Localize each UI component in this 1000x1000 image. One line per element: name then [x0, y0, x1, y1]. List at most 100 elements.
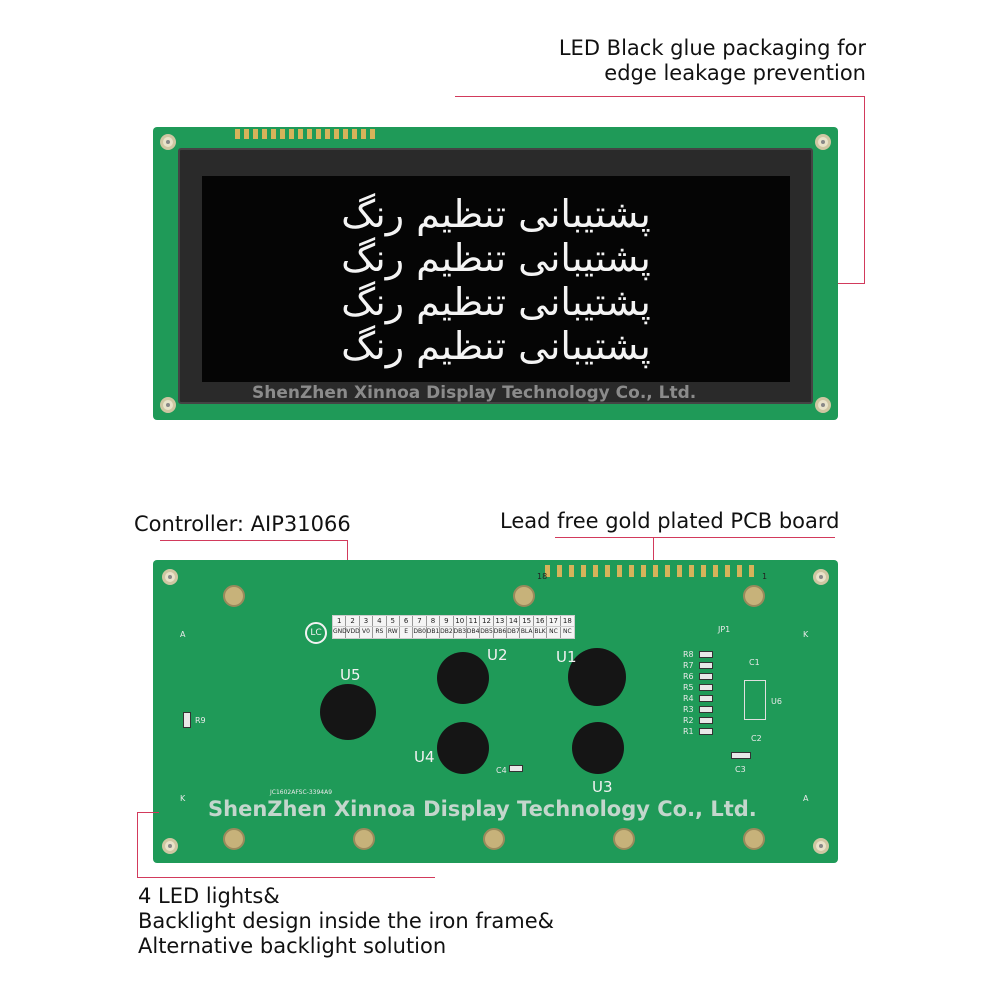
pin-name-cell: DB5: [480, 627, 494, 638]
resistor-label: R2: [683, 716, 694, 725]
gold-pin: [617, 565, 622, 577]
mount-hole: [815, 397, 831, 413]
gold-pin: [701, 565, 706, 577]
corner-mark-k-right: K: [803, 630, 809, 639]
resistor-label: R5: [683, 683, 694, 692]
lcd-line-2: پشتیبانی تنظیم رنگ: [341, 236, 651, 280]
pin-number-cell: 12: [480, 616, 494, 627]
front-callout-leader-h: [455, 96, 865, 97]
resistor-component: [699, 728, 713, 735]
resistor-component: [699, 651, 713, 658]
chip-u2-blob: [437, 652, 489, 704]
back-watermark: ShenZhen Xinnoa Display Technology Co., …: [208, 797, 757, 821]
pin-marker-18: 18: [537, 572, 548, 581]
gold-pin: [569, 565, 574, 577]
header-pin: [235, 129, 240, 139]
pin-number-cell: 13: [494, 616, 508, 627]
pin-name-cell: DB2: [440, 627, 454, 638]
front-pin-header: [235, 129, 535, 141]
gold-pin: [641, 565, 646, 577]
resistor-component: [699, 673, 713, 680]
gold-pin: [593, 565, 598, 577]
header-pin: [370, 129, 375, 139]
solder-pad: [223, 585, 245, 607]
pin-number-cell: 8: [427, 616, 441, 627]
controller-label: Controller: AIP31066: [134, 512, 351, 536]
pin-number-cell: 14: [507, 616, 521, 627]
pcb-leader-h: [555, 537, 835, 538]
pin-number-cell: 2: [346, 616, 360, 627]
pin-name-cell: NC: [547, 627, 561, 638]
resistor-component: [699, 684, 713, 691]
lcd-line-4: پشتیبانی تنظیم رنگ: [341, 324, 651, 368]
chip-u4-label: U4: [414, 748, 435, 766]
led-leader-h: [137, 877, 435, 878]
led-leader-h2: [137, 812, 159, 813]
u6-chip: [744, 680, 766, 720]
pin-name-cell: BLK: [534, 627, 548, 638]
solder-pad: [613, 828, 635, 850]
resistor-label: R3: [683, 705, 694, 714]
pin-name-cell: RS: [373, 627, 387, 638]
pin-name-cell: VDD: [346, 627, 360, 638]
resistor-label: R1: [683, 727, 694, 736]
controller-leader-h: [160, 540, 348, 541]
pin-number-cell: 16: [534, 616, 548, 627]
resistor-label: R8: [683, 650, 694, 659]
header-pin: [343, 129, 348, 139]
header-pin: [289, 129, 294, 139]
header-pin: [244, 129, 249, 139]
pin-name-cell: BLA: [520, 627, 534, 638]
pin-number-cell: 15: [520, 616, 534, 627]
lcd-line-3: پشتیبانی تنظیم رنگ: [341, 280, 651, 324]
front-callout-leader-v: [864, 96, 865, 283]
chip-u3-blob: [572, 722, 624, 774]
c2-label: C2: [751, 734, 762, 743]
pin-number-cell: 17: [547, 616, 561, 627]
gold-pin: [749, 565, 754, 577]
resistor-label: R7: [683, 661, 694, 670]
lcd-screen: پشتیبانی تنظیم رنگ پشتیبانی تنظیم رنگ پش…: [202, 176, 790, 382]
pin-number-cell: 3: [360, 616, 374, 627]
header-pin: [316, 129, 321, 139]
resistor-component: [699, 662, 713, 669]
c4-label: C4: [496, 766, 507, 775]
lc-logo: LC: [305, 622, 327, 644]
pin-name-cell: E: [400, 627, 414, 638]
mount-hole: [162, 569, 178, 585]
solder-pad: [743, 828, 765, 850]
header-pin: [253, 129, 258, 139]
chip-u5-blob: [320, 684, 376, 740]
header-pin: [307, 129, 312, 139]
lcd-line-1: پشتیبانی تنظیم رنگ: [341, 192, 651, 236]
solder-pad: [483, 828, 505, 850]
gold-pin: [581, 565, 586, 577]
gold-pin: [605, 565, 610, 577]
corner-mark-a-right: A: [803, 794, 809, 803]
mount-hole: [815, 134, 831, 150]
r9-component: [183, 712, 191, 728]
gold-pin: [629, 565, 634, 577]
pcb-board-label: Lead free gold plated PCB board: [500, 509, 840, 533]
pin-number-cell: 7: [413, 616, 427, 627]
pin-name-cell: V0: [360, 627, 374, 638]
header-pin: [262, 129, 267, 139]
r9-label: R9: [195, 716, 206, 725]
pin-number-cell: 9: [440, 616, 454, 627]
pin-number-cell: 4: [373, 616, 387, 627]
jp1-label: JP1: [718, 625, 731, 634]
gold-pin: [689, 565, 694, 577]
front-watermark: ShenZhen Xinnoa Display Technology Co., …: [252, 383, 697, 403]
gold-pin: [665, 565, 670, 577]
solder-pad: [743, 585, 765, 607]
gold-pin: [545, 565, 550, 577]
mount-hole: [160, 134, 176, 150]
chip-u2-label: U2: [487, 646, 508, 664]
header-pin: [361, 129, 366, 139]
back-gold-pin-row: [545, 565, 760, 577]
gold-pin: [653, 565, 658, 577]
header-pin: [325, 129, 330, 139]
c1-label: C1: [749, 658, 760, 667]
